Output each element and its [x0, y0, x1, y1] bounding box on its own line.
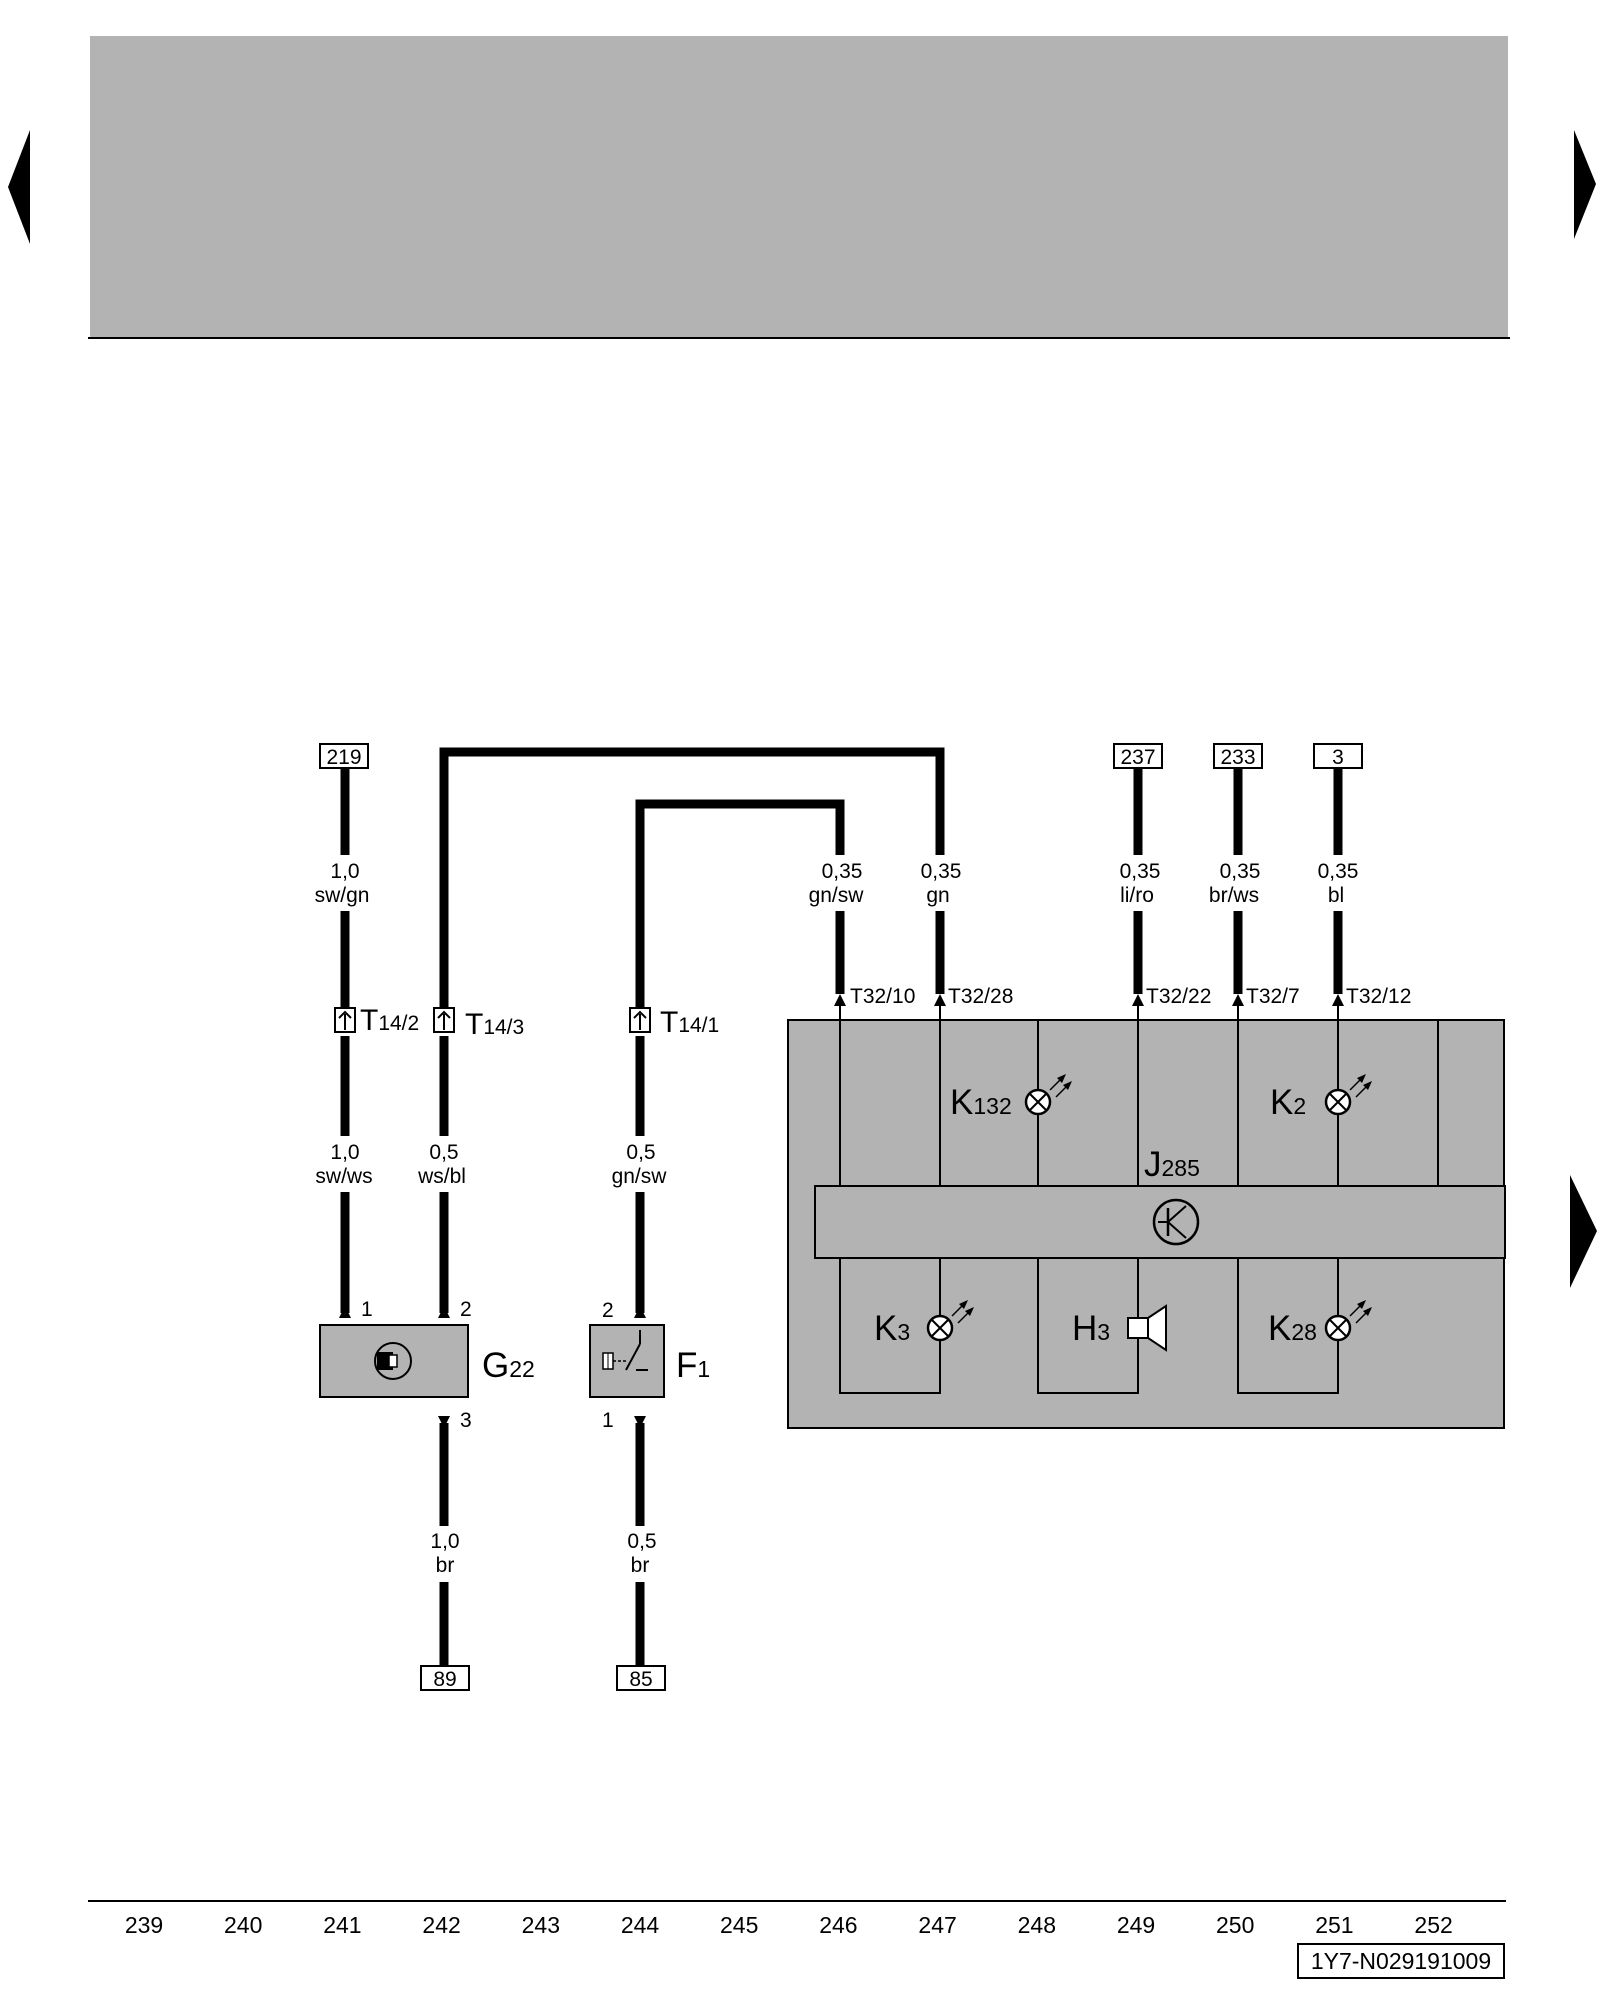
wire-color: br — [436, 1554, 455, 1577]
wire-gauge: 1,0 — [330, 860, 359, 883]
pin-label: 3 — [460, 1409, 472, 1432]
wire-color: ws/bl — [417, 1165, 466, 1188]
component-k2-label: K2 — [1270, 1083, 1306, 1122]
doc-id-box — [1297, 1943, 1505, 1979]
wire-gauge: 0,35 — [822, 860, 863, 883]
column-number: 249 — [1117, 1912, 1155, 1938]
nav-prev-arrow-icon[interactable] — [8, 130, 30, 244]
column-number: 244 — [621, 1912, 660, 1938]
nav-continue-arrow-icon[interactable] — [1570, 1175, 1597, 1288]
wire-color: gn/sw — [809, 884, 865, 907]
ref-233[interactable]: 233 — [1220, 746, 1255, 769]
control-unit-j285 — [787, 1006, 1506, 1429]
wire-gauge: 1,0 — [430, 1530, 459, 1553]
component-f1-label: F1 — [676, 1346, 710, 1385]
wire-gauge: 0,35 — [1220, 860, 1261, 883]
column-number: 245 — [720, 1912, 758, 1938]
column-number: 241 — [323, 1912, 361, 1938]
ref-237[interactable]: 237 — [1120, 746, 1155, 769]
ref-box-3 — [1313, 743, 1363, 769]
connector-t32-12-label: T32/12 — [1346, 985, 1411, 1008]
column-number: 246 — [819, 1912, 857, 1938]
wire-gauge: 0,35 — [1318, 860, 1359, 883]
column-number: 247 — [918, 1912, 956, 1938]
connector-t14-2-icon — [334, 1007, 356, 1033]
ref-85[interactable]: 85 — [629, 1668, 652, 1691]
ref-3[interactable]: 3 — [1332, 746, 1344, 769]
doc-id: 1Y7-N029191009 — [1311, 1948, 1491, 1974]
connector-t14-3-icon — [433, 1007, 455, 1033]
connector-t32-10-label: T32/10 — [850, 985, 915, 1008]
wire-color: sw/gn — [315, 884, 370, 907]
column-numbers: 239 240 241 242 243 244 245 246 247 248 249 250 251 2… — [125, 1912, 1453, 1938]
transistor-icon — [1152, 1198, 1200, 1246]
wire-color: sw/ws — [315, 1165, 372, 1188]
connector-t32-22-label: T32/22 — [1146, 985, 1211, 1008]
column-number: 251 — [1315, 1912, 1353, 1938]
connector-t14-1-label: T14/1 — [660, 1006, 719, 1039]
wire-color: bl — [1328, 884, 1344, 907]
column-number: 248 — [1018, 1912, 1056, 1938]
pressure-switch-icon — [602, 1330, 648, 1371]
ref-89[interactable]: 89 — [433, 1668, 456, 1691]
wire-color: gn — [926, 884, 949, 907]
bulb-k28-icon — [1324, 1300, 1372, 1342]
wire-gauge: 0,35 — [1120, 860, 1161, 883]
column-number: 243 — [522, 1912, 560, 1938]
header-band — [90, 36, 1508, 338]
ref-box-233 — [1213, 743, 1263, 769]
bulb-k132-icon — [1024, 1074, 1072, 1116]
wire-gauge: 0,35 — [921, 860, 962, 883]
wire-gauge: 0,5 — [429, 1141, 458, 1164]
component-k132-label: K132 — [950, 1083, 1012, 1122]
ref-219[interactable]: 219 — [326, 746, 361, 769]
component-k3-label: K3 — [874, 1309, 910, 1348]
wire-color: br — [631, 1554, 650, 1577]
component-g22-label: G22 — [482, 1346, 535, 1385]
pin-label: 1 — [361, 1298, 373, 1321]
component-k28-label: K28 — [1268, 1309, 1317, 1348]
wire-color: li/ro — [1120, 884, 1154, 907]
column-number: 252 — [1414, 1912, 1452, 1938]
nav-next-arrow-icon[interactable] — [1574, 130, 1596, 239]
column-number: 240 — [224, 1912, 262, 1938]
connector-t32-28-label: T32/28 — [948, 985, 1013, 1008]
ref-box-219 — [319, 743, 369, 769]
connector-t32-7-label: T32/7 — [1246, 985, 1300, 1008]
bulb-k3-icon — [926, 1300, 974, 1342]
connector-t14-1-icon — [629, 1007, 651, 1033]
wire-color: br/ws — [1209, 884, 1259, 907]
wire-gauge: 0,5 — [626, 1141, 655, 1164]
pin-label: 1 — [602, 1409, 614, 1432]
ref-box-237 — [1113, 743, 1163, 769]
component-h3-label: H3 — [1072, 1309, 1110, 1348]
ref-box-89 — [420, 1665, 470, 1691]
bulb-k2-icon — [1324, 1074, 1372, 1116]
buzzer-h3-icon — [1127, 1304, 1167, 1352]
sender-g22 — [319, 1324, 469, 1398]
column-number: 250 — [1216, 1912, 1254, 1938]
connector-t14-2-label: T14/2 — [360, 1004, 419, 1037]
connector-t14-3-label: T14/3 — [465, 1008, 524, 1041]
wire-gauge: 1,0 — [330, 1141, 359, 1164]
component-j285-label: J285 — [1144, 1145, 1200, 1184]
wire-gauge: 0,5 — [627, 1530, 656, 1553]
pin-label: 2 — [602, 1299, 614, 1322]
column-number: 242 — [422, 1912, 460, 1938]
switch-f1 — [589, 1324, 665, 1398]
speedometer-sender-icon — [374, 1342, 412, 1380]
column-number: 239 — [125, 1912, 163, 1938]
ref-box-85 — [616, 1665, 666, 1691]
pin-label: 2 — [460, 1298, 472, 1321]
wire-color: gn/sw — [612, 1165, 668, 1188]
